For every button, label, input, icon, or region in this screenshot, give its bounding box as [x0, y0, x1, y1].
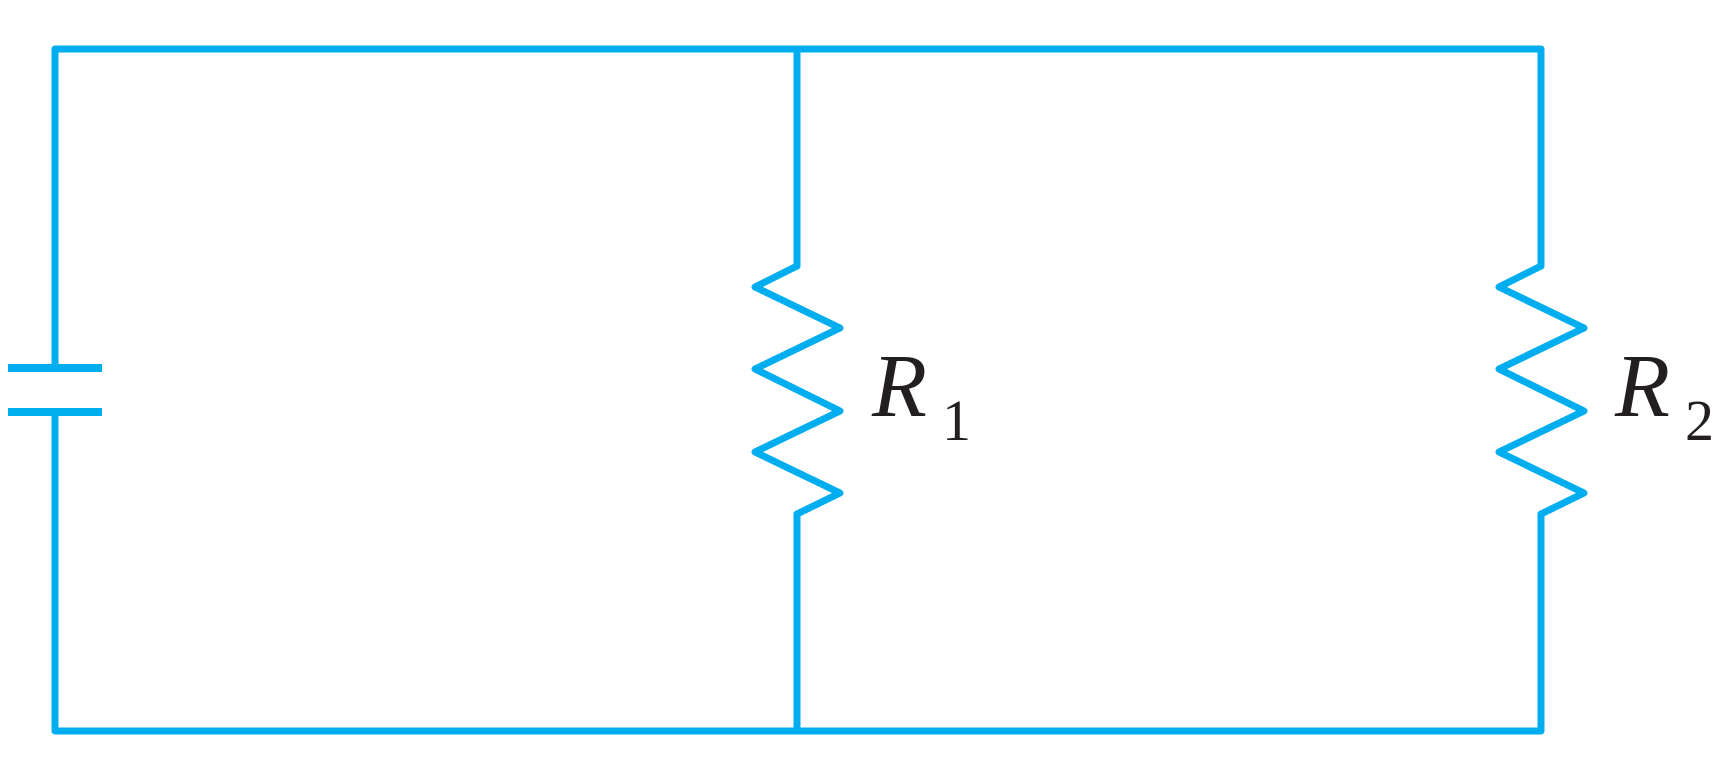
- label-r1-main: R: [871, 337, 927, 436]
- label-r2: R 2: [1614, 337, 1714, 453]
- resistor-r1: [751, 262, 844, 518]
- resistor-r2: [1495, 262, 1588, 518]
- battery: [8, 364, 102, 416]
- label-r1: R 1: [871, 337, 971, 453]
- label-r2-main: R: [1614, 337, 1670, 436]
- label-r1-subscript: 1: [942, 388, 971, 453]
- label-r2-subscript: 2: [1685, 388, 1714, 453]
